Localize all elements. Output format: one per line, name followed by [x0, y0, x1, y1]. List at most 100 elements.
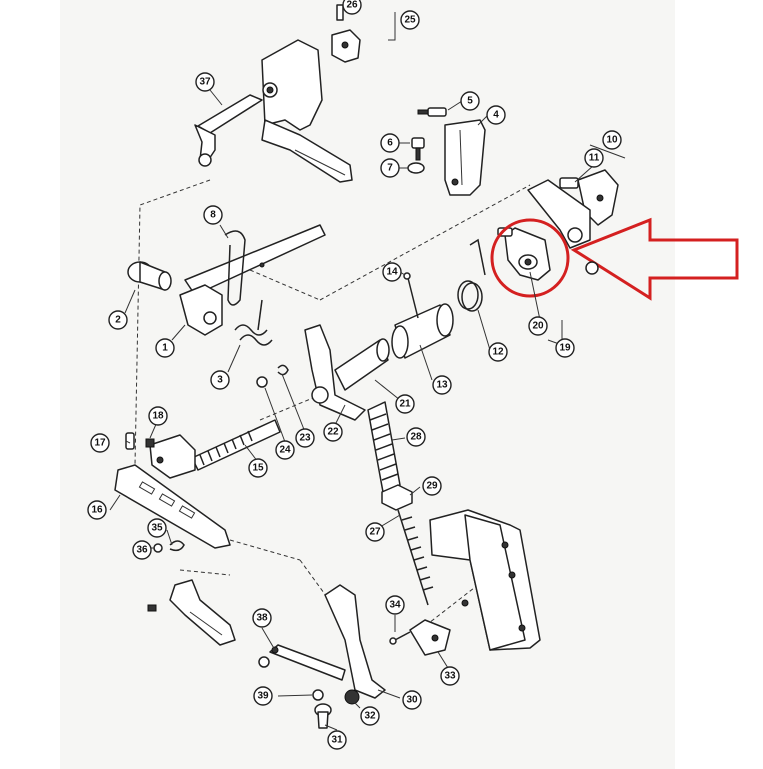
spring-27 — [397, 509, 434, 606]
callout-26-label: 26 — [346, 0, 358, 11]
bent-link — [527, 179, 591, 249]
callout-5: 5 — [460, 91, 480, 111]
pin-14 — [403, 272, 419, 319]
spring-hook-8 — [224, 230, 246, 306]
presser-part — [147, 579, 236, 646]
callout-22: 22 — [323, 422, 343, 442]
callout-25-label: 25 — [404, 15, 416, 26]
callout-5-label: 5 — [467, 96, 473, 107]
callout-36: 36 — [132, 540, 152, 560]
assembly-guide-lines — [124, 174, 546, 631]
callout-11: 11 — [584, 148, 604, 168]
callout-7: 7 — [380, 158, 400, 178]
callout-7-label: 7 — [387, 163, 393, 174]
callout-28: 28 — [406, 427, 426, 447]
callout-27-label: 27 — [369, 527, 381, 538]
callout-6-label: 6 — [387, 138, 393, 149]
callout-15: 15 — [248, 458, 268, 478]
stud-31 — [314, 703, 332, 729]
screw-34 — [389, 631, 411, 645]
knob-32 — [344, 689, 360, 705]
side-bracket — [444, 119, 486, 196]
callout-29-label: 29 — [426, 481, 438, 492]
callout-19-label: 19 — [559, 343, 571, 354]
shaft-21 — [334, 338, 390, 391]
callout-32-label: 32 — [364, 711, 376, 722]
callout-33: 33 — [440, 666, 460, 686]
callout-23-label: 23 — [299, 433, 311, 444]
callout-28-label: 28 — [410, 432, 422, 443]
sleeve-13 — [391, 303, 454, 359]
callout-24-label: 24 — [279, 445, 291, 456]
eccentric-cam-part-20 — [497, 227, 551, 281]
bushing-2 — [127, 261, 172, 291]
lever-22 — [304, 324, 366, 421]
callout-14: 14 — [382, 262, 402, 282]
long-arm-lever — [184, 224, 326, 296]
callout-31: 31 — [327, 730, 347, 750]
callout-1: 1 — [155, 338, 175, 358]
callout-17: 17 — [90, 433, 110, 453]
pin-17 — [125, 432, 135, 450]
link-bar-38 — [269, 644, 346, 681]
small-clamp-part — [331, 4, 361, 63]
callout-15-label: 15 — [252, 463, 264, 474]
spring-28 — [367, 401, 401, 493]
screw-18 — [145, 438, 155, 448]
callout-10: 10 — [602, 130, 622, 150]
callout-29: 29 — [422, 476, 442, 496]
callout-21-label: 21 — [399, 399, 411, 410]
highlight-circle — [490, 218, 570, 298]
diagram-paper — [60, 0, 675, 769]
callout-3-label: 3 — [217, 375, 223, 386]
callout-18: 18 — [148, 406, 168, 426]
callout-8: 8 — [203, 205, 223, 225]
lever-block-1 — [179, 284, 223, 336]
spring-12 — [457, 238, 486, 312]
crank-shaft — [194, 94, 263, 167]
callout-31-label: 31 — [331, 735, 343, 746]
callout-36-label: 36 — [136, 545, 148, 556]
screws-39 — [258, 656, 324, 701]
callout-20: 20 — [528, 316, 548, 336]
highlight-arrow — [570, 217, 739, 301]
callout-26: 26 — [342, 0, 362, 15]
callout-34: 34 — [385, 595, 405, 615]
callout-39-label: 39 — [257, 691, 269, 702]
callout-25: 25 — [400, 10, 420, 30]
callout-10-label: 10 — [606, 135, 618, 146]
clip-35-36 — [153, 540, 185, 553]
screw-23-24 — [256, 364, 289, 388]
callout-24: 24 — [275, 440, 295, 460]
leader-lines — [109, 5, 626, 731]
callout-17-label: 17 — [94, 438, 106, 449]
callout-38-label: 38 — [256, 613, 268, 624]
callout-39: 39 — [253, 686, 273, 706]
callout-34-label: 34 — [389, 600, 401, 611]
callout-37-label: 37 — [199, 77, 211, 88]
threaded-shaft-15 — [149, 419, 281, 479]
callout-35: 35 — [147, 518, 167, 538]
callout-22-label: 22 — [327, 427, 339, 438]
callout-11-label: 11 — [589, 153, 600, 164]
torsion-spring-3 — [234, 299, 273, 346]
callout-38: 38 — [252, 608, 272, 628]
callout-20-label: 20 — [532, 321, 544, 332]
callout-30-label: 30 — [406, 695, 418, 706]
callout-16: 16 — [87, 500, 107, 520]
mounting-plate-33 — [409, 619, 451, 656]
bottom-lever-30 — [324, 584, 386, 699]
callout-3: 3 — [210, 370, 230, 390]
nut-7 — [407, 162, 425, 174]
callout-14-label: 14 — [386, 267, 398, 278]
callout-12: 12 — [488, 342, 508, 362]
callout-23: 23 — [295, 428, 315, 448]
callout-2-label: 2 — [115, 315, 121, 326]
callout-21: 21 — [395, 394, 415, 414]
callout-4-label: 4 — [493, 110, 499, 121]
callout-2: 2 — [108, 310, 128, 330]
callout-4: 4 — [486, 105, 506, 125]
callout-18-label: 18 — [152, 411, 164, 422]
callout-12-label: 12 — [492, 347, 504, 358]
